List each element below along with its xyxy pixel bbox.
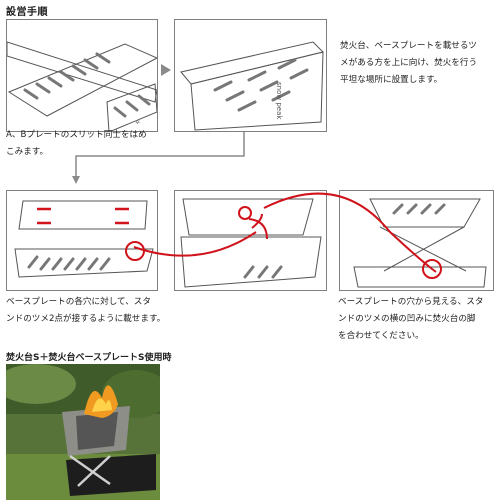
step2-assembled-panel: [339, 190, 494, 291]
step1-plates-panel: ✲: [6, 19, 158, 132]
fire-pit-on-baseplate: [353, 198, 487, 288]
plate-logo: snow peak: [275, 82, 283, 120]
page-title: 設営手順: [6, 7, 48, 18]
baseplate-stand-illustration: [14, 200, 154, 278]
photo-title: 焚火台S＋焚火台ベースプレートS使用時: [6, 353, 172, 363]
usage-photo: [6, 364, 160, 500]
plates-slot-illustration: ✲: [7, 41, 157, 131]
step1-assembled-panel: snow peak: [174, 19, 327, 132]
step1-caption-ab: A、Bプレートのスリット同士をはめ こみます。: [6, 130, 147, 157]
detail-connector-lines: [133, 192, 437, 273]
svg-text:✲: ✲: [135, 119, 140, 126]
step-arrow-right: [161, 64, 171, 76]
step2-closeup-panel: [174, 190, 327, 291]
stand-claw-closeup: [180, 198, 322, 288]
step2-caption-base: ベースプレートの各穴に対して、スタ ンドのツメ2点が接するように載せます。: [6, 297, 166, 324]
step2-baseplate-panel: [6, 190, 158, 291]
assembled-plate-illustration: [180, 41, 324, 131]
step-connector-arrow: [72, 132, 252, 188]
step1-caption-place: 焚火台、ベースプレートを載せるツ メがある方を上に向け、焚火を行う 平坦な場所に…: [340, 41, 478, 85]
step2-caption-hook: ベースプレートの穴から見える、スタ ンドのツメの横の凹みに焚火台の脚 を合わせて…: [338, 297, 484, 341]
